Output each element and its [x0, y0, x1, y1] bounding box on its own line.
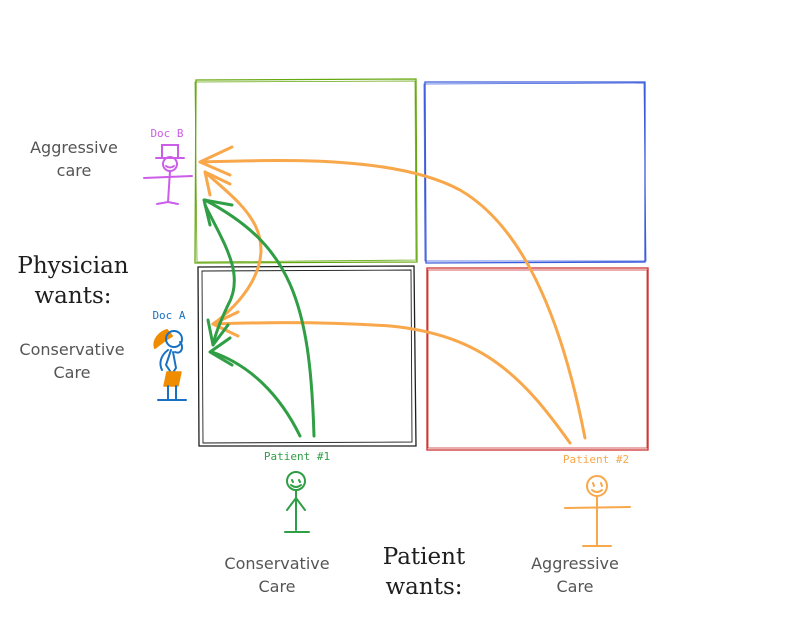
arrow-patient2-to-doc-a	[213, 321, 572, 445]
arrow-patient2-to-doc-b	[198, 159, 587, 440]
patient-axis-title: Patient wants:	[354, 542, 494, 602]
row-label-conservative-line-2: Care	[53, 363, 91, 382]
patient-2-figure	[564, 475, 631, 547]
arrow-patient1-to-doc-a	[210, 350, 302, 438]
patient-1-label: Patient #1	[263, 450, 331, 463]
row-label-aggressive-line-1: Aggressive	[30, 138, 118, 157]
patient-1-figure	[284, 471, 310, 533]
col-label-conservative-line-2: Care	[258, 577, 296, 596]
patient-2-label: Patient #2	[562, 453, 630, 466]
arrowhead-doc-a-to-doc-b	[203, 170, 232, 197]
arrowhead-patient1-to-doc-a	[208, 336, 234, 367]
physician-title-line-1: Physician	[17, 253, 129, 279]
row-label-conservative-line-1: Conservative	[19, 340, 125, 359]
col-label-conservative-line-1: Conservative	[224, 554, 330, 573]
quadrant-bottom-right	[426, 267, 649, 451]
doc-a-figure	[153, 329, 187, 401]
arrow-doc-b-to-doc-a	[203, 203, 236, 347]
col-label-conservative: Conservative Care	[202, 552, 352, 598]
arrowhead-patient1-to-doc-b	[202, 198, 234, 227]
row-label-conservative: Conservative Care	[2, 338, 142, 384]
arrow-doc-a-to-doc-b	[203, 170, 263, 326]
arrowhead-doc-b	[198, 145, 234, 177]
doc-b-label: Doc B	[150, 127, 184, 140]
quadrant-bottom-left	[197, 265, 417, 447]
doc-a-label: Doc A	[152, 309, 186, 322]
arrowhead-doc-b-to-doc-a	[206, 318, 230, 347]
col-label-aggressive-line-2: Care	[556, 577, 594, 596]
patient-title-line-1: Patient	[382, 544, 466, 570]
col-label-aggressive-line-1: Aggressive	[531, 554, 619, 573]
col-label-aggressive: Aggressive Care	[510, 552, 640, 598]
quadrant-top-left	[194, 78, 418, 264]
row-label-aggressive-line-2: care	[56, 161, 92, 180]
doc-b-figure	[143, 144, 193, 205]
arrow-patient1-to-doc-b	[203, 198, 316, 438]
orange-arrows	[198, 145, 587, 445]
row-label-aggressive: Aggressive care	[14, 136, 134, 182]
patient-title-line-2: wants:	[385, 574, 463, 600]
physician-title-line-2: wants:	[34, 283, 112, 309]
physician-axis-title: Physician wants:	[8, 251, 138, 311]
green-arrows	[202, 198, 316, 438]
quadrant-top-right	[423, 81, 647, 264]
